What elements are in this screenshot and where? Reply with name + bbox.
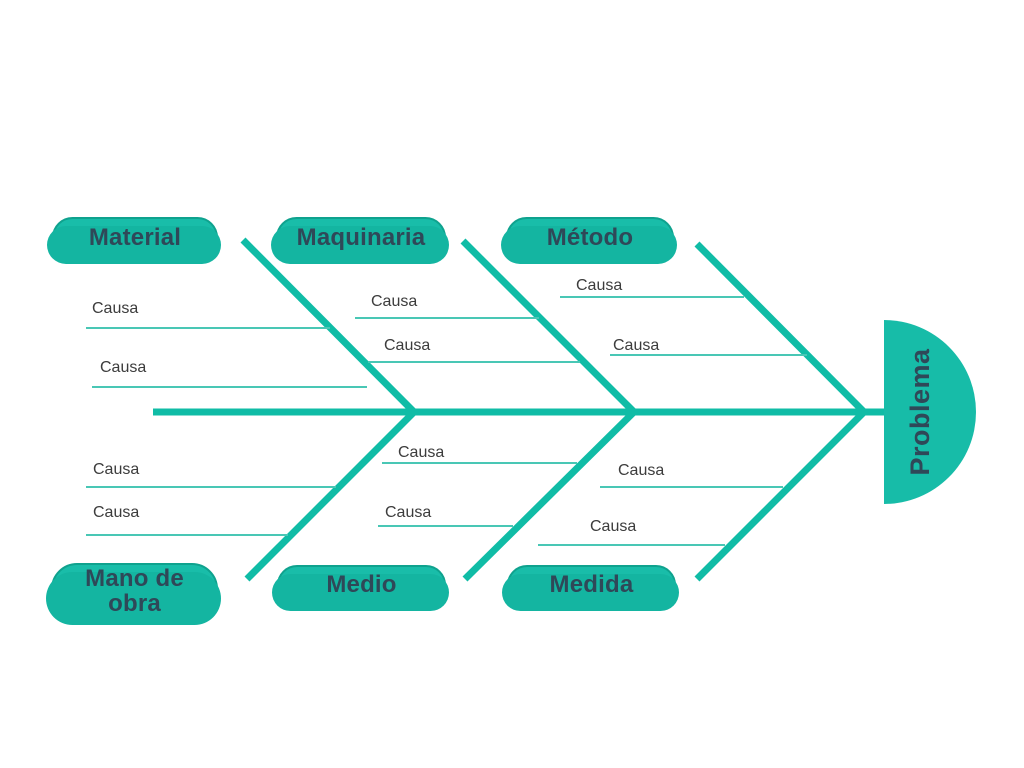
cause-item: Causa xyxy=(610,337,807,356)
cause-label: Causa xyxy=(92,300,139,317)
bone-medio xyxy=(462,407,639,582)
cause-label: Causa xyxy=(371,293,418,310)
cause-item: Causa xyxy=(92,359,367,388)
cause-line xyxy=(86,327,330,329)
cause-item: Causa xyxy=(368,337,580,363)
cause-line xyxy=(355,317,539,319)
category-pill-medida: Medida xyxy=(502,565,679,611)
category-label: Material xyxy=(88,223,182,251)
cause-label: Causa xyxy=(100,359,147,376)
category-pill-maquinaria: Maquinaria xyxy=(271,217,449,264)
cause-label: Causa xyxy=(590,518,637,535)
cause-item: Causa xyxy=(560,277,744,298)
cause-line xyxy=(560,296,744,298)
cause-item: Causa xyxy=(382,444,577,464)
cause-line xyxy=(86,534,288,536)
cause-label: Causa xyxy=(576,277,623,294)
cause-label: Causa xyxy=(385,504,432,521)
category-label: Mano de obra xyxy=(85,564,184,617)
cause-label: Causa xyxy=(93,504,140,521)
bone-mano-de-obra xyxy=(244,407,419,582)
cause-label: Causa xyxy=(613,337,660,354)
category-label: Medio xyxy=(326,571,397,599)
cause-item: Causa xyxy=(86,504,288,536)
cause-line xyxy=(86,486,336,488)
category-pill-material: Material xyxy=(47,217,221,264)
bone-metodo xyxy=(694,241,869,417)
cause-line xyxy=(600,486,783,488)
cause-label: Causa xyxy=(384,337,431,354)
cause-line xyxy=(538,544,725,546)
cause-line xyxy=(382,462,577,464)
category-label: Medida xyxy=(549,571,634,599)
cause-item: Causa xyxy=(378,504,513,527)
cause-item: Causa xyxy=(600,462,783,488)
category-label: Maquinaria xyxy=(296,223,426,251)
cause-label: Causa xyxy=(398,444,445,461)
cause-line xyxy=(368,361,580,363)
bone-medida xyxy=(694,407,869,582)
cause-line xyxy=(610,354,807,356)
cause-item: Causa xyxy=(86,300,330,329)
cause-item: Causa xyxy=(86,461,336,488)
bone-maquinaria xyxy=(460,238,639,417)
problem-head-shape xyxy=(884,320,976,504)
category-pill-mano-de-obra: Mano de obra xyxy=(46,563,221,625)
cause-label: Causa xyxy=(618,462,665,479)
category-pill-medio: Medio xyxy=(272,565,449,611)
category-pill-metodo: Método xyxy=(501,217,677,264)
cause-line xyxy=(92,386,367,388)
cause-item: Causa xyxy=(355,293,539,319)
cause-item: Causa xyxy=(538,518,725,546)
category-label: Método xyxy=(546,223,634,251)
cause-label: Causa xyxy=(93,461,140,478)
problem-label: Problema xyxy=(905,348,935,476)
cause-line xyxy=(378,525,513,527)
